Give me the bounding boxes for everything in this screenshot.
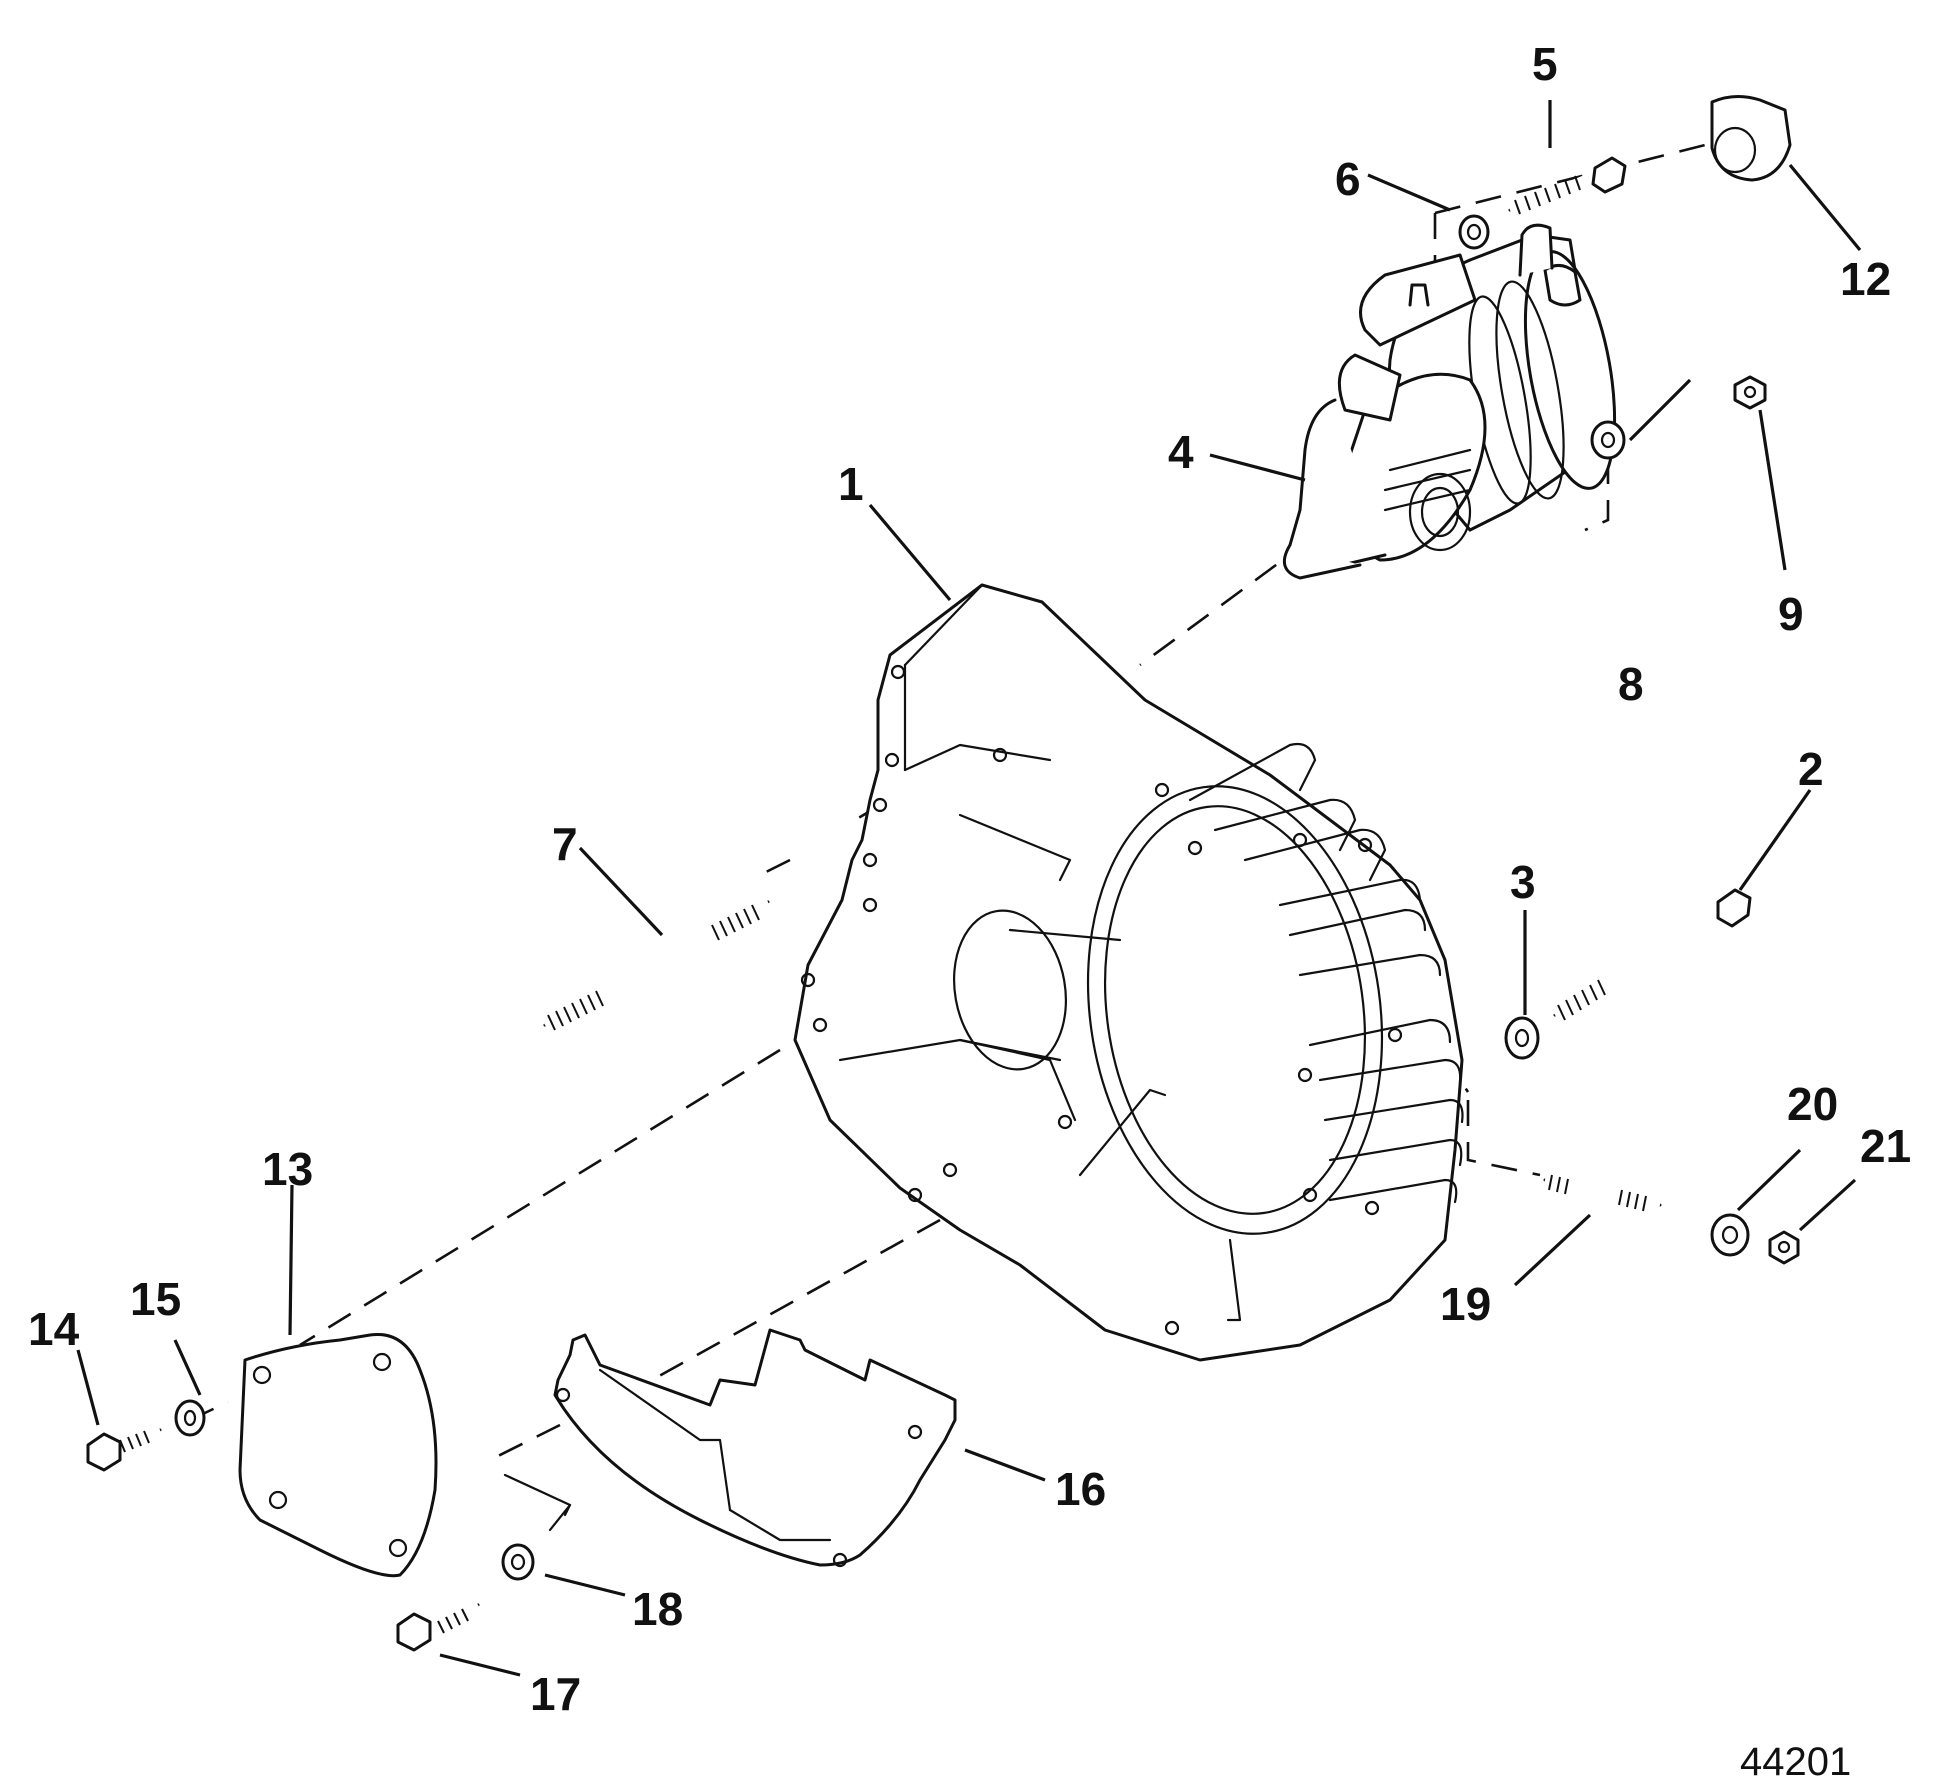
housing-bolt-holes (800, 664, 1403, 1336)
callout-7: 7 (552, 818, 578, 870)
nut-9 (1733, 375, 1767, 410)
callout-12: 12 (1840, 253, 1891, 305)
callout-4: 4 (1168, 426, 1194, 478)
washer-6 (1458, 214, 1490, 250)
callout-17: 17 (530, 1668, 581, 1720)
callout-9: 9 (1778, 588, 1804, 640)
callout-19: 19 (1440, 1278, 1491, 1330)
bolt-2 (1552, 888, 1752, 1021)
starter-motor (1282, 223, 1617, 580)
callout-2: 2 (1798, 743, 1824, 795)
washer-18 (501, 1543, 535, 1581)
nut-21 (1768, 1230, 1800, 1265)
callout-6: 6 (1335, 153, 1361, 205)
callout-14: 14 (28, 1303, 80, 1355)
washer-3 (1504, 1016, 1540, 1060)
washer-8 (1590, 420, 1626, 460)
washer-15 (174, 1399, 206, 1437)
callout-21: 21 (1860, 1120, 1911, 1172)
terminal-boot (1710, 95, 1792, 182)
cover-plate-13 (238, 1332, 438, 1578)
housing-ribs (1188, 742, 1464, 1204)
drawing-number: 44201 (1740, 1740, 1851, 1784)
callout-3: 3 (1510, 856, 1536, 908)
bolt-14 (86, 1427, 162, 1472)
callout-16: 16 (1055, 1463, 1106, 1515)
stud-7 (543, 898, 770, 1031)
callout-18: 18 (632, 1583, 683, 1635)
stud-19 (1543, 1174, 1662, 1212)
callout-labels: 1 2 3 4 5 6 7 8 9 12 13 14 15 16 17 18 1… (28, 38, 1911, 1720)
shield-16 (503, 1328, 957, 1568)
callout-15: 15 (130, 1273, 181, 1325)
callout-20: 20 (1787, 1078, 1838, 1130)
callout-13: 13 (262, 1143, 313, 1195)
leader-lines (76, 100, 1862, 1677)
flywheel-housing (793, 583, 1464, 1362)
bolt-5 (1508, 156, 1627, 215)
callout-8: 8 (1618, 658, 1644, 710)
washer-20 (1710, 1213, 1750, 1257)
bolt-17 (396, 1602, 480, 1652)
callout-1: 1 (838, 458, 864, 510)
callout-5: 5 (1532, 38, 1558, 90)
